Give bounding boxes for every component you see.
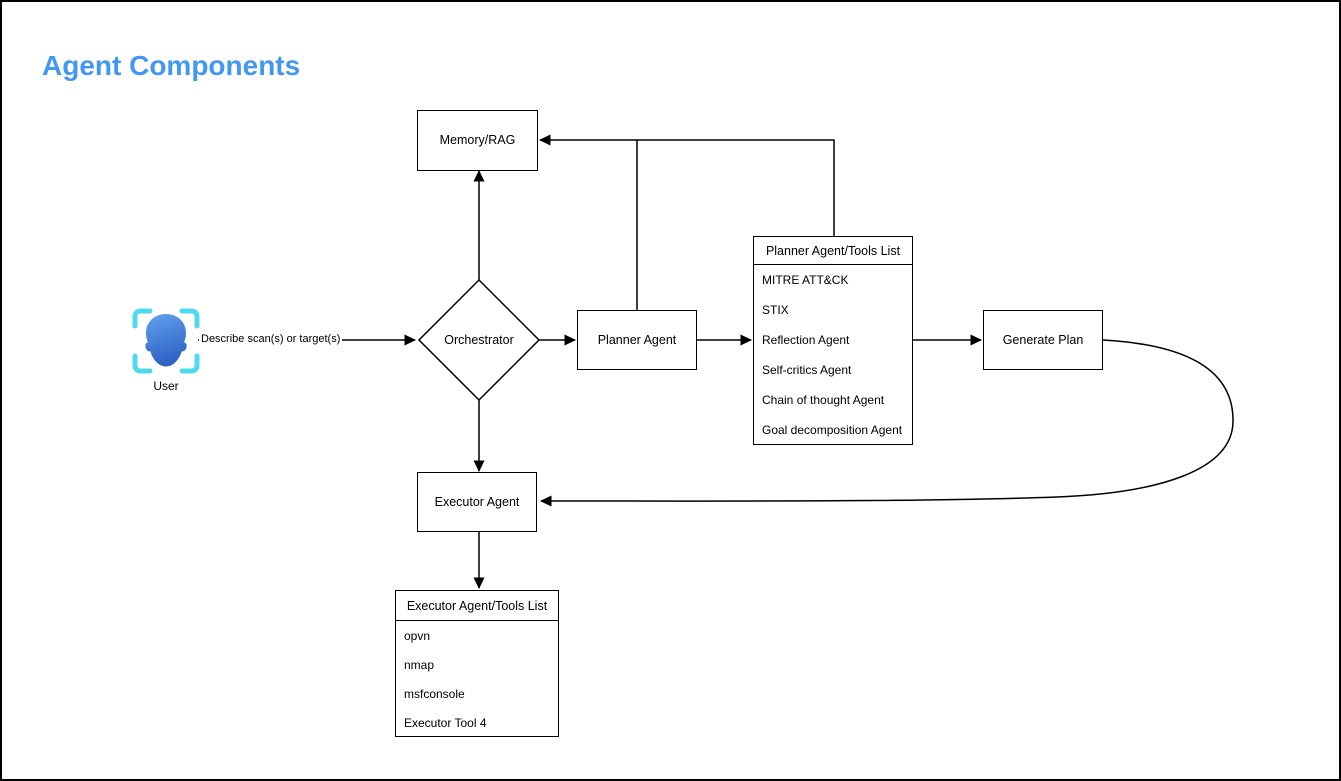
planner-tool-item: Self-critics Agent (762, 363, 852, 377)
executor-tools-title: Executor Agent/Tools List (396, 591, 558, 621)
edge-generate-plan-to-executor (540, 339, 1234, 507)
planner-agent-node: Planner Agent (577, 310, 697, 370)
executor-tools-list: Executor Agent/Tools List opvn nmap msfc… (395, 590, 559, 737)
orchestrator-label: Orchestrator (444, 333, 514, 347)
orchestrator-diamond (417, 278, 541, 402)
scan-brackets (132, 308, 200, 374)
planner-tool-item: Goal decomposition Agent (762, 423, 903, 437)
user-label: User (153, 379, 179, 393)
edge-planner-tools-to-memory-bus (637, 139, 835, 236)
planner-tool-item: MITRE ATT&CK (762, 273, 849, 287)
executor-tool-item: msfconsole (404, 686, 465, 701)
planner-tools-list: Planner Agent/Tools List MITRE ATT&CK ST… (753, 236, 913, 445)
planner-tool-item: STIX (762, 303, 789, 317)
edge-planner-to-memory (539, 134, 638, 310)
user-icon (132, 308, 200, 374)
edge-label-describe-scan: Describe scan(s) or target(s) (199, 333, 343, 345)
planner-tools-title: Planner Agent/Tools List (754, 237, 912, 265)
head-silhouette (145, 314, 187, 367)
memory-rag-node: Memory/RAG (417, 110, 538, 171)
face-scan-icon (132, 308, 200, 374)
page-title: Agent Components (42, 50, 301, 81)
planner-tool-item: Reflection Agent (762, 333, 850, 347)
executor-tool-item: opvn (404, 628, 431, 643)
executor-agent-node: Executor Agent (417, 472, 537, 532)
executor-tool-item: nmap (404, 657, 435, 672)
generate-plan-node: Generate Plan (983, 310, 1103, 370)
executor-tool-item: Executor Tool 4 (404, 715, 487, 730)
planner-tool-item: Chain of thought Agent (762, 393, 885, 407)
